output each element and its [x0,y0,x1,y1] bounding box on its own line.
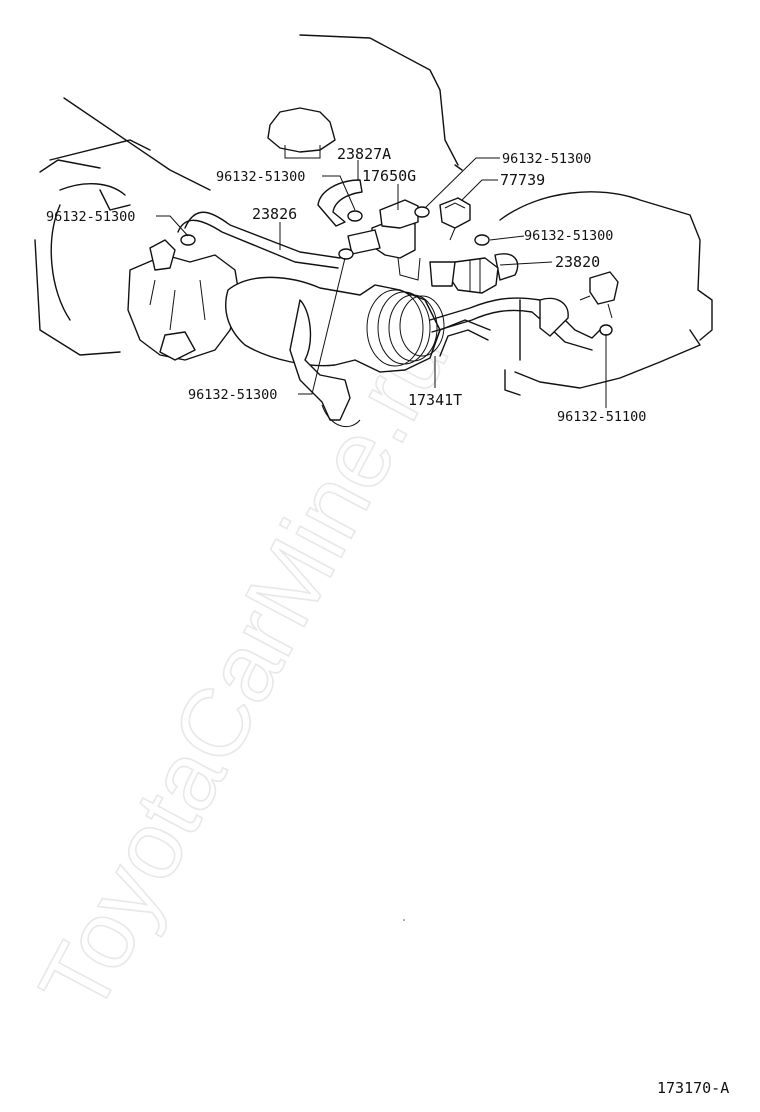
speck [403,919,405,921]
callout-96132-51300-left: 96132-51300 [46,209,135,225]
right-valve [579,271,619,319]
callout-96132-51100: 96132-51100 [557,409,646,425]
callout-23826: 23826 [252,205,297,223]
callout-17341t: 17341T [408,391,462,409]
filter-23820 [429,257,499,294]
clamp-icon [474,234,490,246]
throttle-body [127,239,241,361]
watermark: ToyotaCarMine.ru [19,311,469,1030]
leader-lines [156,157,607,408]
callouts: 96132-51300 23827A 96132-51300 17650G 77… [46,145,646,425]
engine-outline [34,34,713,396]
diagram-code: 173170-A [657,1079,729,1097]
callout-96132-51300-mid: 96132-51300 [216,169,305,185]
clamp-icon [414,206,430,218]
callout-77739: 77739 [500,171,545,189]
callout-23820: 23820 [555,253,600,271]
clamp-icon [180,234,196,246]
callout-96132-51300-top: 96132-51300 [502,151,591,167]
valve-77739 [439,197,471,241]
vsv-17650g [347,199,421,281]
clamp-icon [599,324,613,336]
callout-96132-51300-bottom: 96132-51300 [188,387,277,403]
hoses [177,179,601,357]
hose-clamps [180,206,613,336]
callout-17650g: 17650G [362,167,416,185]
callout-23827a: 23827A [337,145,391,163]
air-intake-duct [225,276,445,428]
clamp-icon [347,210,363,222]
callout-96132-51300-right: 96132-51300 [524,228,613,244]
clamp-icon [338,248,354,260]
